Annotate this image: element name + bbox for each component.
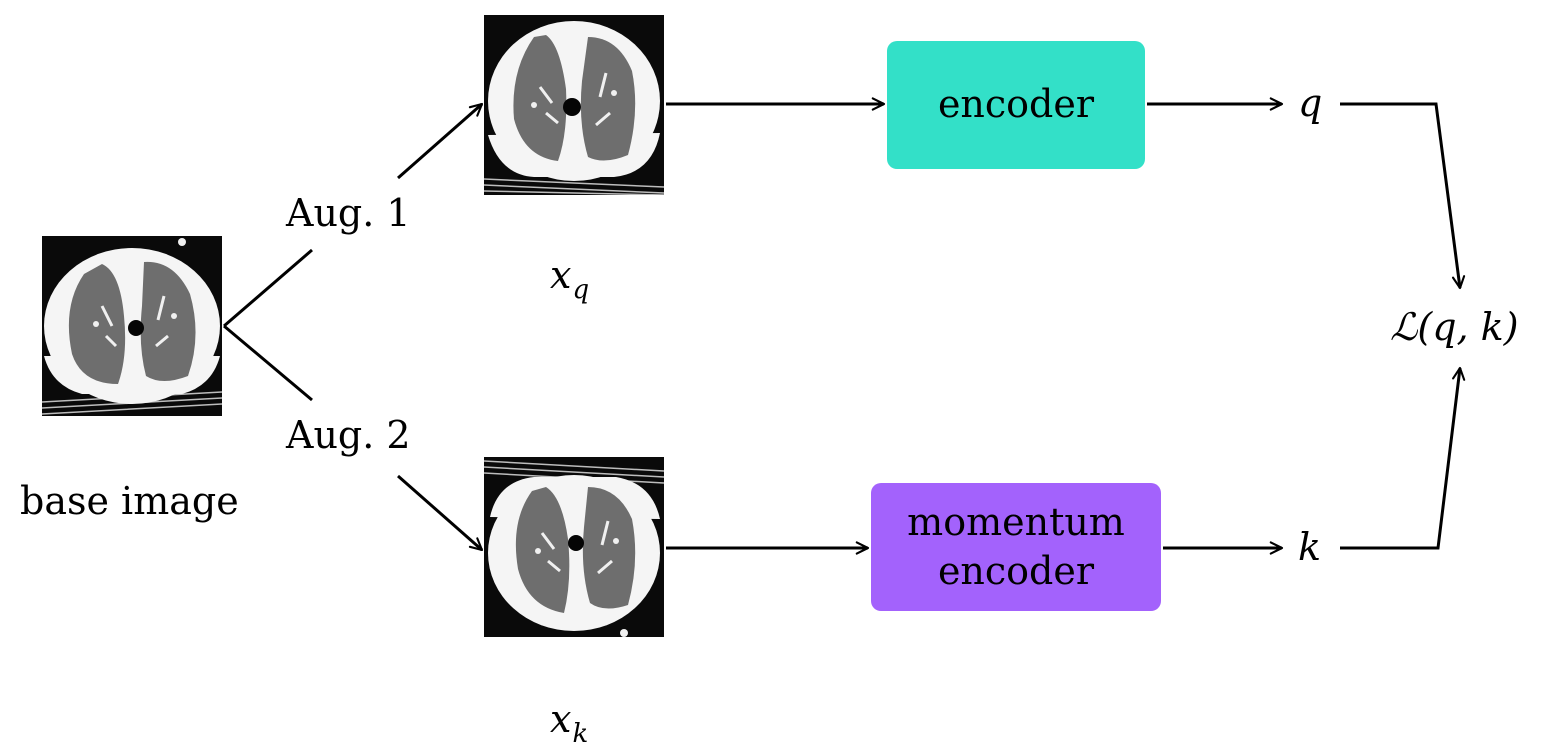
- xk-var: x: [550, 697, 572, 741]
- momentum-label-line1: momentum: [907, 499, 1125, 544]
- q-label: q: [1298, 81, 1323, 125]
- query-ct-image: [484, 15, 664, 195]
- edge-k-to-loss: [1340, 366, 1466, 550]
- aug1-label: Aug. 1: [286, 191, 411, 235]
- momentum-encoder-node: momentum encoder: [871, 483, 1161, 611]
- encoder-label: encoder: [937, 82, 1095, 127]
- edge-base-to-aug1: [223, 248, 313, 328]
- edge-aug2-to-xk: [397, 474, 484, 552]
- loss-label: ℒ(q, k): [1390, 305, 1519, 349]
- xk-label: xk: [550, 697, 588, 747]
- xq-var: x: [550, 253, 572, 297]
- xk-sub: k: [572, 719, 589, 749]
- aug2-label: Aug. 2: [286, 413, 411, 457]
- xq-label: xq: [550, 253, 589, 303]
- encoder-node: encoder: [887, 41, 1145, 169]
- base-image-label: base image: [20, 479, 239, 523]
- momentum-label-line2: encoder: [937, 549, 1095, 593]
- edge-base-to-aug2: [223, 324, 313, 402]
- edge-aug1-to-xq: [397, 102, 484, 180]
- xq-sub: q: [572, 275, 590, 305]
- edge-q-to-loss: [1340, 102, 1466, 290]
- k-label: k: [1298, 525, 1322, 569]
- key-ct-image: [484, 457, 664, 637]
- base-ct-image: [42, 236, 222, 416]
